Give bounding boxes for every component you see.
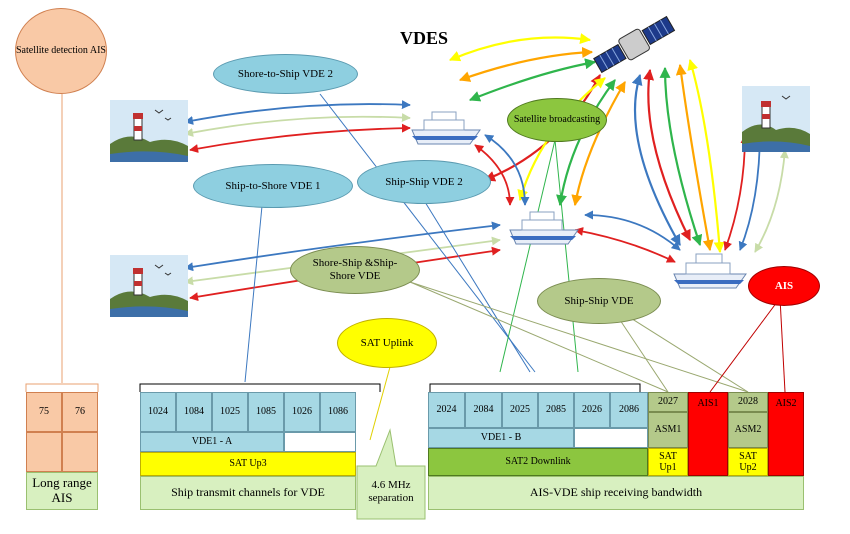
channel-2086: 2086 — [610, 392, 648, 428]
channel-2025: 2025 — [502, 392, 538, 428]
ais2-channel: AIS2 — [768, 392, 804, 476]
lighthouse-icon — [110, 100, 188, 162]
ship-ship-vde2-bubble: Ship-Ship VDE 2 — [357, 160, 491, 204]
shore-ship-ship-shore-vde-bubble: Shore-Ship &Ship-Shore VDE — [290, 246, 420, 294]
ais1-channel: AIS1 — [688, 392, 728, 476]
vde1-b-band: VDE1 - B — [428, 428, 574, 448]
shore-to-ship-vde2-bubble: Shore-to-Ship VDE 2 — [213, 54, 358, 94]
channel-2084: 2084 — [465, 392, 502, 428]
sat2-downlink-band: SAT2 Downlink — [428, 448, 648, 476]
sat-uplink-bubble: SAT Uplink — [337, 318, 437, 368]
transmit-brace — [139, 383, 381, 392]
channel-2028: 2028 — [728, 392, 768, 412]
diagram-title: VDES — [400, 28, 449, 48]
vde1-a-band: VDE1 - A — [140, 432, 284, 452]
sat-up1-band: SAT Up1 — [648, 448, 688, 476]
channel-76: 76 — [62, 392, 98, 432]
long-range-cell — [26, 432, 62, 472]
channel-1086: 1086 — [320, 392, 356, 432]
long-range-ais-label: Long range AIS — [26, 472, 98, 510]
channel-1025: 1025 — [212, 392, 248, 432]
channel-1024: 1024 — [140, 392, 176, 432]
empty-band — [574, 428, 648, 448]
ship-receiving-label: AIS-VDE ship receiving bandwidth — [428, 476, 804, 510]
channel-1084: 1084 — [176, 392, 212, 432]
leader-lines — [61, 93, 786, 441]
separation-label: 4.6 MHz separation — [368, 479, 414, 504]
ship-ship-vde-bubble: Ship-Ship VDE — [537, 278, 661, 324]
long-range-brace — [25, 383, 99, 392]
ship-transmit-label: Ship transmit channels for VDE — [140, 476, 356, 510]
channel-1085: 1085 — [248, 392, 284, 432]
ship-icon — [509, 211, 579, 245]
satellite-icon — [593, 15, 676, 74]
ship-icon — [411, 111, 481, 145]
asm1-channel: ASM1 — [648, 412, 688, 448]
long-range-cell — [62, 432, 98, 472]
lighthouse-icon — [110, 255, 188, 317]
asm2-channel: ASM2 — [728, 412, 768, 448]
sat-up2-band: SAT Up2 — [728, 448, 768, 476]
separation-callout-shape — [356, 428, 426, 520]
ship-icon — [673, 253, 747, 289]
receive-brace — [429, 383, 641, 392]
channel-2085: 2085 — [538, 392, 574, 428]
lighthouse-icon — [742, 86, 810, 152]
channel-2027: 2027 — [648, 392, 688, 412]
channel-75: 75 — [26, 392, 62, 432]
satellite-broadcasting-bubble: Satellite broadcasting — [507, 98, 607, 142]
channel-2024: 2024 — [428, 392, 465, 428]
ais-bubble: AIS — [748, 266, 820, 306]
sat-up3-band: SAT Up3 — [140, 452, 356, 476]
channel-2026: 2026 — [574, 392, 610, 428]
ship-to-shore-vde1-bubble: Ship-to-Shore VDE 1 — [193, 164, 353, 208]
satellite-detection-ais-bubble: Satellite detection AIS — [15, 8, 107, 94]
empty-band — [284, 432, 356, 452]
channel-1026: 1026 — [284, 392, 320, 432]
